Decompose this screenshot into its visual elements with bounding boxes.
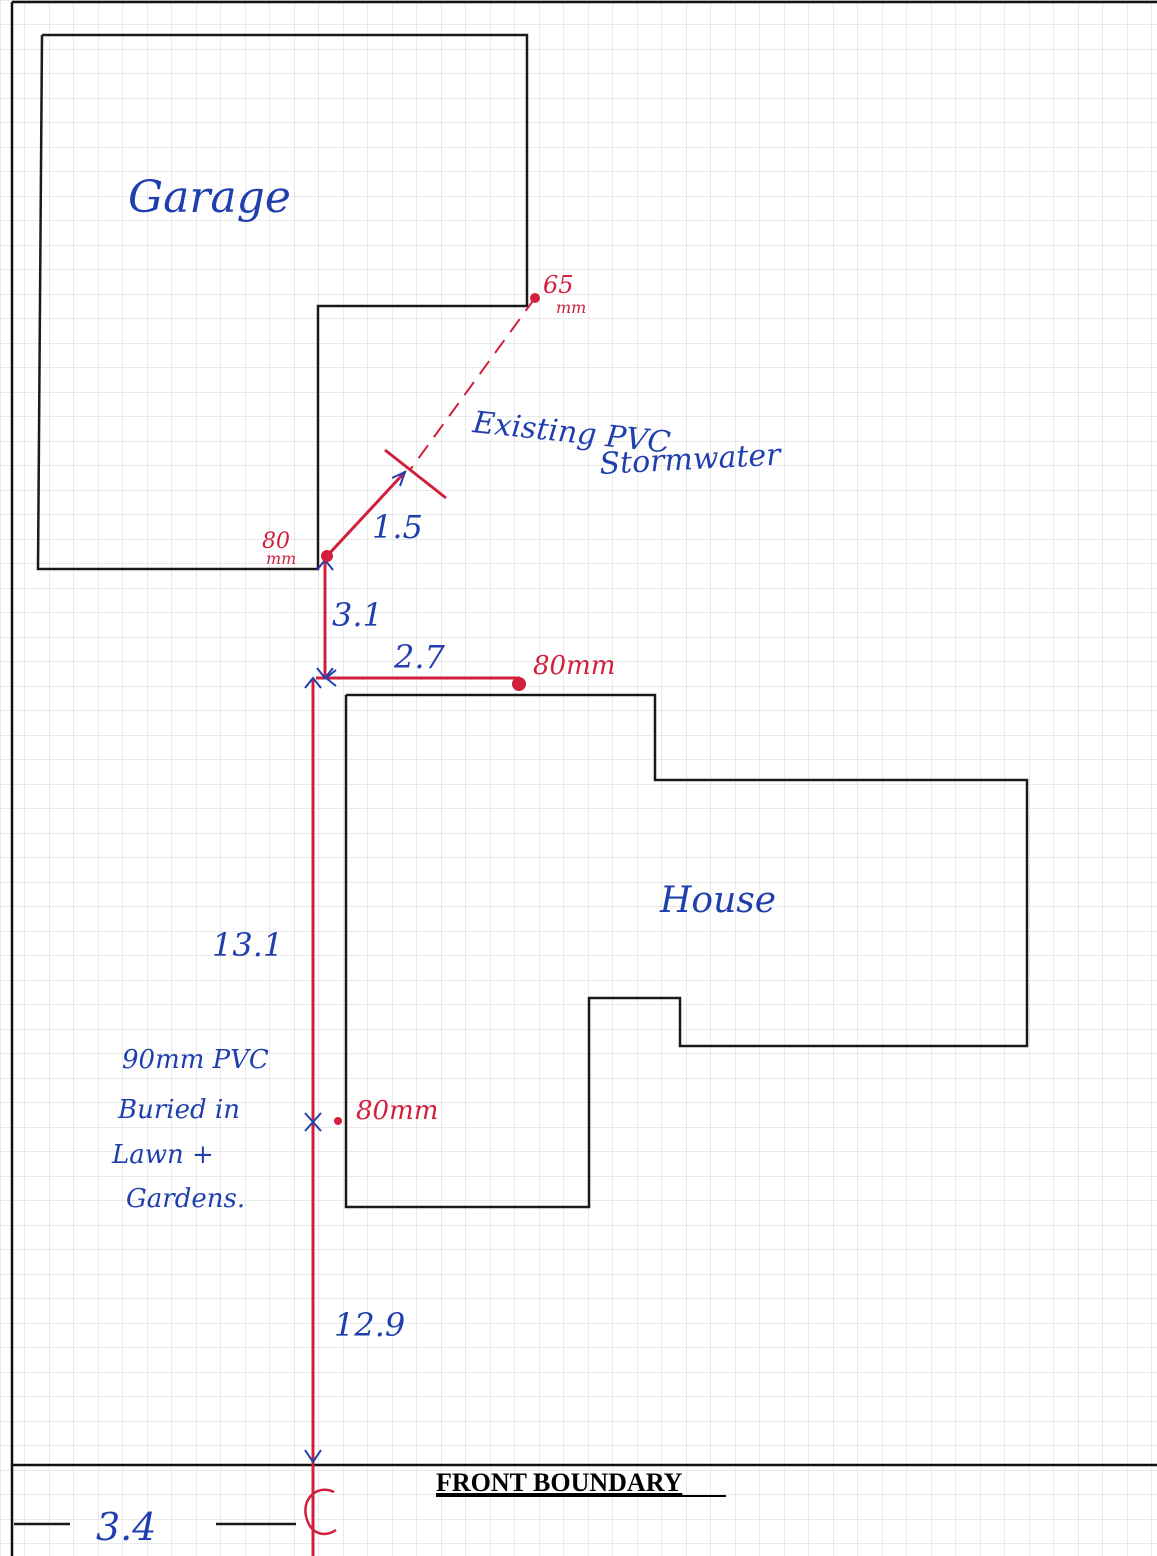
dimension-horizontal: 2.7 xyxy=(393,638,446,676)
page-frame xyxy=(10,0,1157,1556)
front-boundary-label: FRONT BOUNDARY xyxy=(436,1468,683,1497)
pit-label-house-top: 80mm xyxy=(533,651,615,681)
pit-house-side xyxy=(334,1117,342,1125)
pipe-note-line-3: Lawn + xyxy=(111,1140,214,1170)
pit-label-80-value: 80 xyxy=(262,529,290,554)
pit-garage-corner xyxy=(321,550,333,562)
house-outline xyxy=(344,693,1029,1209)
dimension-vertical-mid: 13.1 xyxy=(212,926,283,964)
pit-label-80-unit: mm xyxy=(266,549,296,568)
pit-label-house-side: 80mm xyxy=(356,1096,438,1126)
pit-garage-top xyxy=(530,293,540,303)
dimension-diag-run: 1.5 xyxy=(372,508,423,546)
dimension-offset: 3.4 xyxy=(96,1505,156,1549)
garage-outline xyxy=(36,33,529,571)
pipe-pit-markers xyxy=(321,293,540,1125)
pipe-exit-mark xyxy=(304,1488,337,1536)
existing-stormwater-line xyxy=(409,297,536,471)
pipe-note-line-4: Gardens. xyxy=(126,1184,245,1214)
pit-label-65-value: 65 xyxy=(543,271,574,299)
house-label: House xyxy=(659,880,776,921)
dimension-vertical-top: 3.1 xyxy=(332,596,383,634)
new-pipe-route xyxy=(311,448,520,1556)
dimension-vertical-bottom: 12.9 xyxy=(334,1306,405,1344)
pipe-note-line-2: Buried in xyxy=(117,1095,240,1125)
pit-house-top xyxy=(512,677,526,691)
pit-label-65-unit: mm xyxy=(556,298,586,317)
garage-label: Garage xyxy=(128,172,291,223)
dimension-arrows xyxy=(304,470,407,1464)
pipe-note-line-1: 90mm PVC xyxy=(122,1045,269,1075)
